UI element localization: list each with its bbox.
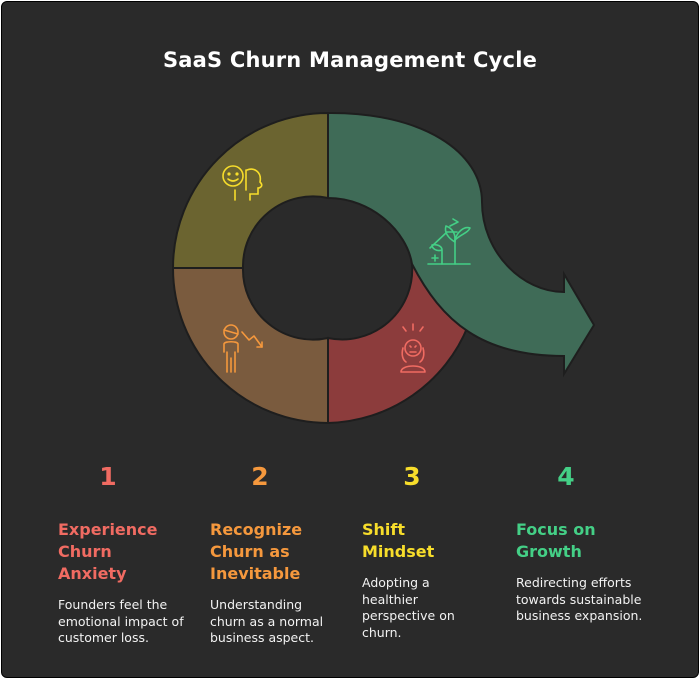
growing-plant-icon (427, 218, 471, 265)
step-3: 3 Shift Mindset Adopting a healthier per… (362, 462, 512, 641)
step-2-number: 2 (251, 462, 269, 491)
step-1-description: Founders feel the emotional impact of cu… (58, 597, 184, 645)
step-3-description: Adopting a healthier perspective on chur… (362, 575, 455, 640)
diagram-title: SaaS Churn Management Cycle (162, 48, 538, 72)
segment-bottom-left (171, 267, 329, 425)
step-2: 2 Recognize Churn as Inevitable Understa… (210, 462, 360, 647)
segment-top-left (171, 111, 329, 269)
step-4: 4 Focus on Growth Redirecting efforts to… (516, 462, 666, 625)
stressed-person-icon (400, 323, 426, 373)
step-1-number: 1 (99, 462, 117, 491)
step-3-number: 3 (403, 462, 421, 491)
happy-face-icon (222, 165, 263, 201)
segment-growth-arrow (327, 111, 596, 378)
cycle-diagram (171, 111, 596, 425)
step-2-description: Understanding churn as a normal business… (210, 597, 324, 645)
step-1-heading: Experience Churn Anxiety (58, 520, 158, 583)
step-2-heading: Recognize Churn as Inevitable (210, 520, 303, 583)
step-3-heading: Shift Mindset (362, 520, 435, 561)
step-4-number: 4 (557, 462, 575, 491)
falling-person-icon (223, 324, 263, 373)
step-1: 1 Experience Churn Anxiety Founders feel… (58, 462, 208, 647)
step-4-heading: Focus on Growth (516, 520, 596, 561)
step-4-description: Redirecting efforts towards sustainable … (516, 575, 643, 623)
